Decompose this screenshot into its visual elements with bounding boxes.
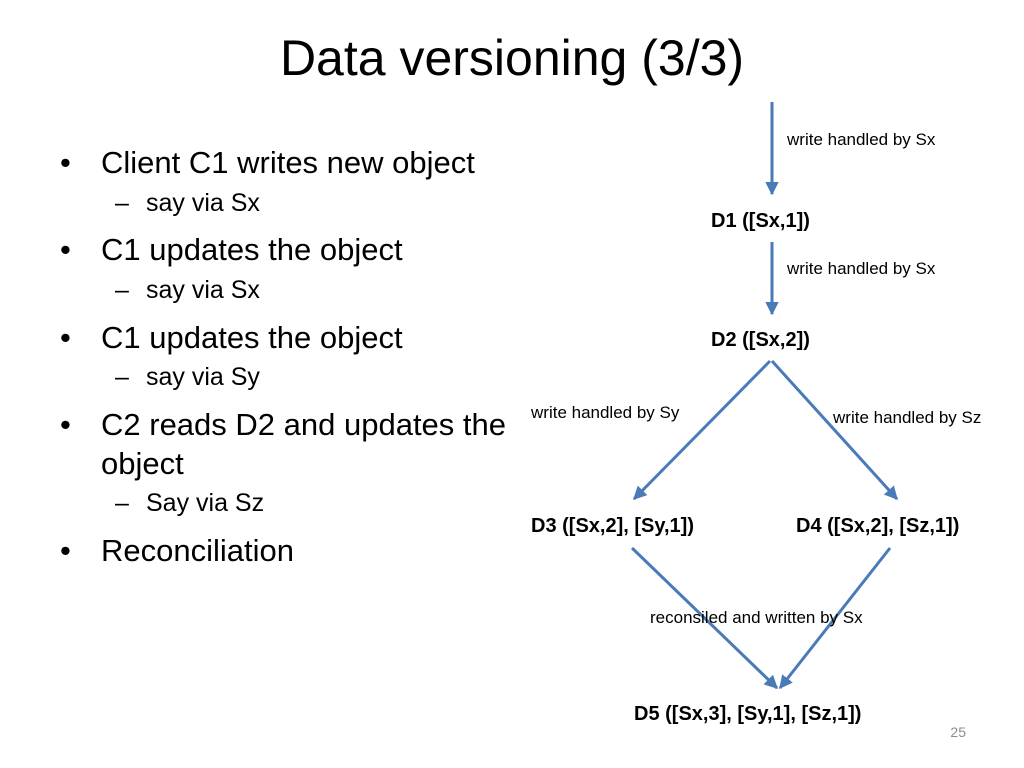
bullet-item: • C2 reads D2 and updates the object – S… <box>58 406 528 520</box>
bullet-text: C1 updates the object <box>101 232 403 268</box>
bullet-item: • Reconciliation <box>58 532 528 571</box>
sub-bullet-text: say via Sy <box>146 363 260 392</box>
edge-label-d2-d3: write handled by Sy <box>530 403 680 422</box>
sub-bullet-item: – Say via Sz <box>101 487 528 520</box>
sub-bullet-marker: – <box>115 188 129 217</box>
bullet-item: • C1 updates the object – say via Sy <box>58 319 528 394</box>
sub-bullet-list: – Say via Sz <box>101 487 528 520</box>
bullet-marker: • <box>60 532 71 568</box>
bullet-marker: • <box>60 145 71 180</box>
bullet-marker: • <box>60 406 71 442</box>
sub-bullet-item: – say via Sy <box>101 361 528 394</box>
sub-bullet-item: – say via Sx <box>101 187 528 220</box>
bullet-marker: • <box>60 319 71 355</box>
edge-label-to-d1: write handled by Sx <box>786 130 936 149</box>
edge-label-d2-d4: write handled by Sz <box>832 408 981 427</box>
sub-bullet-marker: – <box>115 276 129 304</box>
slide-title: Data versioning (3/3) <box>279 30 745 86</box>
arrow-d2-d4 <box>770 359 899 501</box>
sub-bullet-list: – say via Sx <box>101 187 528 220</box>
node-d3: D3 ([Sx,2], [Sy,1]) <box>531 515 694 537</box>
node-d1: D1 ([Sx,1]) <box>711 210 810 232</box>
bullet-item: • C1 updates the object – say via Sx <box>58 231 528 306</box>
bullet-text: Client C1 writes new object <box>101 145 475 180</box>
node-d4: D4 ([Sx,2], [Sz,1]) <box>796 515 959 537</box>
bullet-text: C2 reads D2 and updates the object <box>101 406 506 481</box>
bullet-marker: • <box>60 232 71 268</box>
sub-bullet-list: – say via Sx <box>101 274 528 307</box>
bullet-list: • Client C1 writes new object – say via … <box>58 144 528 571</box>
arrow-d3-d5 <box>630 546 779 690</box>
bullet-text: C1 updates the object <box>101 319 403 355</box>
edge-label-reconcile: reconsiled and written by Sx <box>650 608 863 627</box>
sub-bullet-text: say via Sx <box>146 188 260 217</box>
sub-bullet-item: – say via Sx <box>101 274 528 307</box>
sub-bullet-marker: – <box>115 363 129 392</box>
arrow-d2-d3 <box>632 359 772 501</box>
arrow-d4-d5 <box>778 547 892 690</box>
node-d2: D2 ([Sx,2]) <box>711 329 810 351</box>
sub-bullet-text: Say via Sz <box>146 489 265 518</box>
sub-bullet-text: say via Sx <box>146 276 260 304</box>
edge-label-d1-d2: write handled by Sx <box>786 259 936 278</box>
bullet-text: Reconciliation <box>101 532 294 568</box>
page-number: 25 <box>950 724 966 740</box>
sub-bullet-marker: – <box>115 489 129 518</box>
node-d5: D5 ([Sx,3], [Sy,1], [Sz,1]) <box>634 703 861 725</box>
sub-bullet-list: – say via Sy <box>101 361 528 394</box>
bullet-item: • Client C1 writes new object – say via … <box>58 144 528 219</box>
